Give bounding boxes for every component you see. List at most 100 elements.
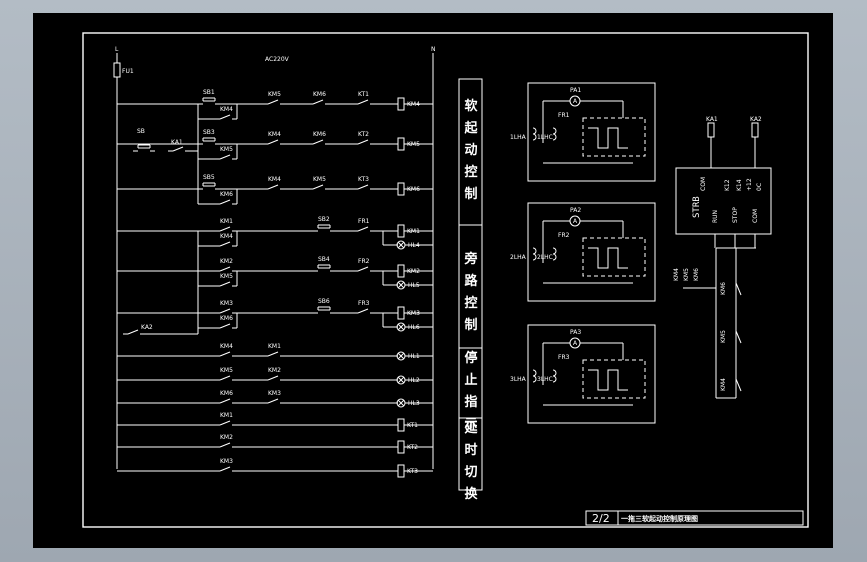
contact-blade bbox=[219, 308, 231, 314]
pushbutton-label: SB3 bbox=[203, 129, 215, 136]
series-contact bbox=[735, 330, 742, 344]
coil-symbol bbox=[397, 97, 405, 111]
contact-label: KM5 bbox=[268, 91, 281, 98]
contact-blade bbox=[127, 329, 139, 335]
contact-blade bbox=[219, 241, 231, 247]
contact-blade bbox=[219, 351, 231, 357]
coil-symbol bbox=[397, 306, 405, 320]
contact-label: KM4 bbox=[268, 176, 281, 183]
bypass-label: KM4 bbox=[220, 106, 233, 113]
contact-blade bbox=[357, 99, 369, 105]
contact-blade bbox=[267, 398, 279, 404]
ka-coil bbox=[707, 122, 715, 138]
section-stop: 停止指示 bbox=[464, 350, 477, 432]
ka-coil-label: KA1 bbox=[706, 116, 718, 123]
coil-symbol bbox=[397, 264, 405, 278]
contact-label: KM5 bbox=[220, 367, 233, 374]
contact-blade bbox=[267, 139, 279, 145]
relay-label: FR2 bbox=[558, 232, 570, 239]
bypass-label: KM6 bbox=[220, 191, 233, 198]
terminal-top-label: K12 bbox=[724, 179, 731, 191]
terminal-bottom-label: STOP bbox=[732, 207, 739, 223]
km-contact-label: KM4 bbox=[673, 268, 680, 281]
contact-blade bbox=[219, 226, 231, 232]
contact-blade bbox=[219, 281, 231, 287]
page-number: 2/2 bbox=[592, 512, 610, 525]
contact-blade bbox=[267, 375, 279, 381]
contact-blade bbox=[357, 139, 369, 145]
ka-coil bbox=[751, 122, 759, 138]
contact-label: KM3 bbox=[220, 458, 233, 465]
contact-blade bbox=[357, 226, 369, 232]
ammeter-symbol-label: A bbox=[573, 340, 578, 347]
contact-blade bbox=[267, 99, 279, 105]
meter-frame bbox=[527, 324, 656, 424]
km-contact-label: KM6 bbox=[693, 268, 700, 281]
terminal-top-label: 0C bbox=[756, 183, 763, 191]
terminal-top-label: +12 bbox=[746, 178, 753, 191]
relay-dashed-box bbox=[582, 359, 646, 399]
ct-right-label: 1LHC bbox=[537, 134, 553, 141]
contact-blade bbox=[219, 154, 231, 160]
coil-symbol bbox=[397, 440, 405, 454]
series-contact bbox=[735, 378, 742, 392]
relay-dashed-box bbox=[582, 237, 646, 277]
lamp-cross bbox=[397, 281, 405, 289]
lamp-cross bbox=[397, 352, 405, 360]
fuse-label: FU1 bbox=[122, 68, 134, 75]
relay-label: FR1 bbox=[558, 112, 570, 119]
contact-label: KM6 bbox=[220, 390, 233, 397]
contact-label: KT3 bbox=[358, 176, 369, 183]
ammeter-symbol-label: A bbox=[573, 98, 578, 105]
ct-coil-left bbox=[532, 247, 537, 261]
ammeter-label: PA1 bbox=[570, 87, 581, 94]
meter-frame bbox=[527, 82, 656, 182]
bypass-label: KM4 bbox=[220, 233, 233, 240]
contact-label: KM4 bbox=[220, 343, 233, 350]
thermal-element bbox=[588, 247, 628, 269]
terminal-top-label: K14 bbox=[736, 179, 743, 191]
ct-coil-right bbox=[552, 369, 557, 383]
contact-blade bbox=[219, 114, 231, 120]
coil-symbol bbox=[397, 182, 405, 196]
meter-frame bbox=[527, 202, 656, 302]
relay-dashed-box bbox=[582, 117, 646, 157]
km-contact-label: KM5 bbox=[683, 268, 690, 281]
contact-blade bbox=[357, 308, 369, 314]
coil-symbol bbox=[397, 224, 405, 238]
coil-symbol bbox=[397, 418, 405, 432]
terminal-bottom-label: COM bbox=[752, 209, 759, 223]
contact-blade bbox=[172, 146, 184, 152]
ct-coil-right bbox=[552, 127, 557, 141]
lamp-cross bbox=[397, 376, 405, 384]
ct-coil-right bbox=[552, 247, 557, 261]
starter-name: STRB bbox=[692, 196, 702, 218]
contact-label: KM3 bbox=[268, 390, 281, 397]
drawing-sheet: 2/2 一拖三软起动控制原理图 AC220V L N FU1 SB KA1 KA… bbox=[33, 13, 833, 548]
pushbutton-label: SB5 bbox=[203, 174, 215, 181]
contact-blade bbox=[357, 184, 369, 190]
relay-label: FR3 bbox=[558, 354, 570, 361]
lamp-cross bbox=[397, 241, 405, 249]
contact-blade bbox=[219, 266, 231, 272]
pushbutton-label: SB6 bbox=[318, 298, 330, 305]
section-soft-start: 软起动控制 bbox=[463, 98, 478, 202]
bypass-label: KM5 bbox=[220, 146, 233, 153]
ammeter-label: PA2 bbox=[570, 207, 581, 214]
terminal-l: L bbox=[115, 46, 119, 53]
pushbutton-label: SB1 bbox=[203, 89, 215, 96]
ka-coil-label: KA2 bbox=[750, 116, 762, 123]
fuse-symbol bbox=[113, 62, 121, 78]
contact-blade bbox=[219, 466, 231, 472]
